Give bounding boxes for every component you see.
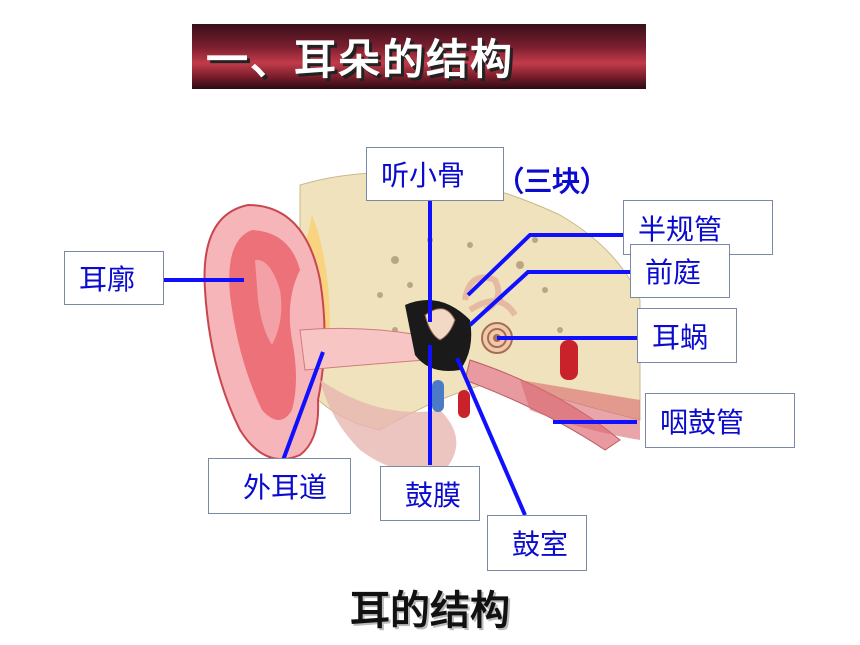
concha [255,259,282,345]
vessel-blue [432,380,444,412]
title-banner: 一、耳朵的结构 [192,24,646,89]
label-waierdao: 外耳道 [208,458,351,514]
label-gumo: 鼓膜 [380,466,480,521]
vessel-red-2 [458,390,470,418]
line-qianting [468,270,630,327]
label-yangu: 咽鼓管 [645,393,795,448]
label-erkuo: 耳廓 [64,251,164,305]
line-gushi [455,357,527,516]
throat-muscle [520,380,640,440]
page-title: 一、耳朵的结构 [206,35,515,84]
label-tingxiaogu: 听小骨 [366,147,504,201]
leader-lines [160,200,637,516]
line-banguiguan [466,233,623,297]
label-sankuai: （三块） [496,165,609,198]
label-erwo: 耳蜗 [637,308,737,363]
diagram-caption: 耳的结构 [350,588,510,634]
label-gushi: 鼓室 [487,515,587,571]
label-qianting: 前庭 [630,244,730,298]
vessel-red [560,340,578,380]
lower-tissue [320,380,457,473]
ossicles [424,308,456,341]
